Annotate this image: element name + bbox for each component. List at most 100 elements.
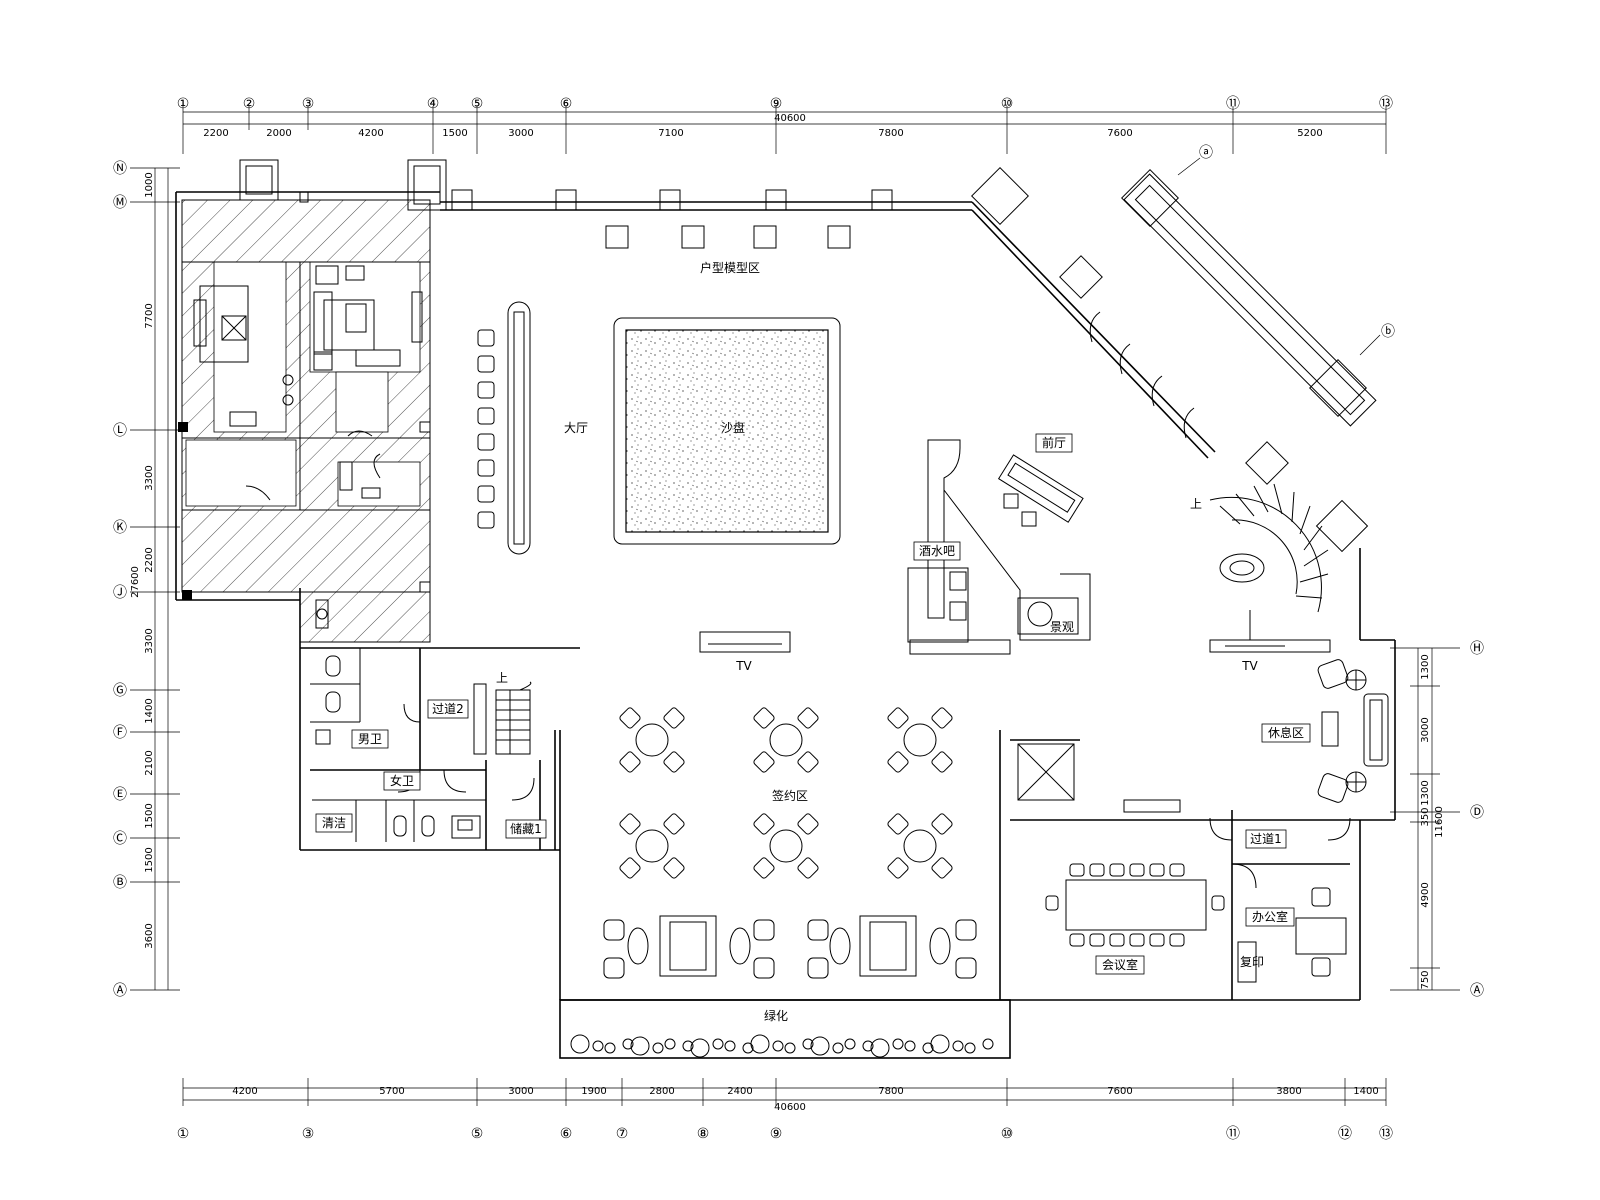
left-dim: 1500 [144,847,155,872]
bottom-dim: 7600 [1107,1086,1132,1097]
bottom-dim: 2400 [727,1086,752,1097]
tv-walls [699,631,1331,653]
axis-marker: ⑫ [1338,1126,1352,1142]
plant-shrub [952,1040,964,1052]
plant-shrub [622,1038,634,1050]
greenery-strip [559,999,1011,1059]
top-dim: 2200 [203,128,228,139]
right-axis-markers: Ⓗ Ⓓ Ⓐ [1470,641,1484,999]
axis-marker: ⓑ [1381,324,1395,340]
label-greenery: 绿化 [764,1008,788,1023]
plant-shrub [904,1040,916,1052]
axis-marker: ⑤ [471,1126,484,1142]
signing-table-group [887,813,953,879]
label-front-hall: 前厅 [1042,435,1066,450]
plant-shrub [772,1040,784,1052]
bottom-dim: 2800 [649,1086,674,1097]
bottom-dim: 1400 [1353,1086,1378,1097]
left-dim: 3600 [144,923,155,948]
sand-table [613,317,841,545]
top-dim: 7100 [658,128,683,139]
plant-shrub [664,1038,676,1050]
right-dim: 750 [1420,970,1431,989]
lobby-bench [477,301,531,555]
axis-marker: Ⓖ [113,683,127,699]
right-dim: 3000 [1420,717,1431,742]
left-dim: 1500 [144,803,155,828]
bottom-dim: 3800 [1276,1086,1301,1097]
label-office: 办公室 [1252,909,1288,924]
label-womens-wc: 女卫 [390,773,414,788]
axis-marker: ⑨ [770,96,783,112]
label-corridor-1: 过道1 [1250,832,1282,846]
label-storage-1: 储藏1 [510,821,542,836]
signing-area-tables [619,707,953,879]
plant-shrub [892,1038,904,1050]
axis-marker: ① [177,1126,190,1142]
left-dim: 2200 [144,547,155,572]
office [1209,810,1351,1000]
diagonal-axis-markers: ⓐ ⓑ [1177,145,1395,356]
axis-marker: Ⓐ [113,983,127,999]
plant-shrub [832,1042,844,1054]
axis-marker: Ⓑ [113,875,127,891]
bottom-dim: 5700 [379,1086,404,1097]
axis-marker: Ⓝ [113,161,127,177]
top-dim: 7600 [1107,128,1132,139]
signing-table-group [887,707,953,773]
top-dimension-chain: 40600 2200 2000 4200 1500 3000 7100 7800… [182,106,1387,154]
axis-marker: ⑨ [770,1126,783,1142]
signing-table-group [619,707,685,773]
plant-shrub [784,1042,796,1054]
top-dim: 1500 [442,128,467,139]
signing-area-sofas [603,915,977,979]
plant-shrub [742,1042,754,1054]
axis-marker: ③ [302,96,315,112]
bar-and-front-desk [907,439,1091,655]
axis-marker: ⑩ [1001,1126,1014,1142]
plant-shrub [870,1038,890,1058]
label-cleaning: 清洁 [322,816,346,830]
model-display-units [605,225,851,249]
plant-shrub [630,1036,650,1056]
bottom-dim: 7800 [878,1086,903,1097]
plant-shrub [922,1042,934,1054]
axis-marker: Ⓗ [1470,641,1484,657]
plant-shrub [604,1042,616,1054]
left-dim: 1000 [144,172,155,197]
bottom-axis-markers: ① ③ ⑤ ⑥ ⑦ ⑧ ⑨ ⑩ ⑪ ⑫ ⑬ [177,1126,1393,1142]
axis-marker: ① [177,96,190,112]
entrance-canopy [971,167,1377,553]
left-dim: 3300 [144,628,155,653]
axis-marker: Ⓒ [113,831,127,847]
axis-marker: Ⓔ [113,787,127,803]
axis-marker: Ⓙ [113,585,127,601]
label-bar: 酒水吧 [919,544,955,558]
label-corridor-2: 过道2 [432,702,464,716]
label-model-area: 户型模型区 [700,260,760,275]
axis-marker: Ⓕ [113,725,127,741]
right-dim: 1300 [1420,654,1431,679]
right-dim: 4900 [1420,882,1431,907]
top-axis-markers: ① ② ③ ④ ⑤ ⑥ ⑨ ⑩ ⑪ ⑬ [177,96,1393,112]
plant-shrub [750,1034,770,1054]
plant-shrub [802,1038,814,1050]
axis-marker: ④ [427,96,440,112]
axis-marker: Ⓓ [1470,805,1484,821]
label-rest-area: 休息区 [1268,725,1304,740]
meeting-room [999,730,1360,1000]
left-total-dim: 27600 [130,566,141,598]
top-dim: 7800 [878,128,903,139]
bottom-dimension-chain: 4200 5700 3000 1900 2800 2400 7800 7600 … [182,1078,1387,1113]
left-dim: 7700 [144,303,155,328]
plant-shrub [592,1040,604,1052]
axis-marker: ⑪ [1226,1126,1240,1142]
plant-shrub [712,1038,724,1050]
left-dim: 2100 [144,750,155,775]
plant-shrub [844,1038,856,1050]
rest-area-furniture [1317,659,1389,803]
right-dim: 1300 [1420,780,1431,805]
label-signing-area: 签约区 [772,788,808,803]
label-hall: 大厅 [564,421,588,435]
